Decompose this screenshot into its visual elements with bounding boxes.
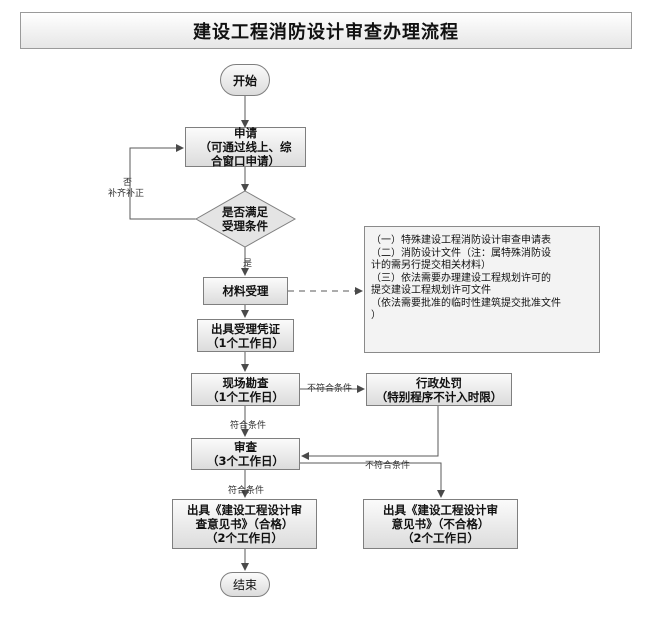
survey-box: 现场勘查 （1个工作日） — [191, 373, 300, 406]
end-node: 结束 — [220, 572, 270, 597]
label-yes: 是 — [243, 259, 253, 269]
start-label: 开始 — [232, 73, 257, 88]
note-line-6: （依法需要批准的临时性建筑提交批准文件 — [371, 297, 561, 309]
opinion-pass-line-2: 查意见书》（合格） — [195, 517, 294, 531]
decision-text: 是否满足 受理条件 — [205, 205, 285, 233]
penalty-line-1: 行政处罚 — [416, 375, 462, 390]
decision-diamond — [194, 190, 297, 248]
label-not-meet-1: 不符合条件 — [307, 384, 353, 394]
page-title-text: 建设工程消防设计审查办理流程 — [193, 21, 459, 43]
review-box: 审查 （3个工作日） — [191, 438, 300, 470]
apply-line-1: 申请 — [234, 126, 257, 140]
opinion-pass-line-1: 出具《建设工程设计审 — [187, 503, 302, 517]
receipt-line-1: 出具受理凭证 — [211, 321, 280, 336]
note-line-7: ） — [371, 310, 381, 321]
note-line-4: （三）依法需要办理建设工程规划许可的 — [371, 272, 551, 284]
note-line-3: 计的需另行提交相关材料） — [371, 260, 491, 271]
label-meet-1: 符合条件 — [230, 421, 267, 431]
note-line-1: （一）特殊建设工程消防设计审查申请表 — [371, 235, 551, 246]
opinion-pass-box: 出具《建设工程设计审 查意见书》（合格） （2个工作日） — [172, 499, 317, 549]
label-not-meet-2: 不符合条件 — [365, 461, 411, 471]
review-line-1: 审查 — [234, 440, 257, 454]
edge-decision-no-loop — [129, 144, 196, 220]
review-line-2: （3个工作日） — [206, 454, 284, 468]
opinion-fail-line-3: （2个工作日） — [401, 531, 479, 545]
materials-note: （一）特殊建设工程消防设计审查申请表 （二）消防设计文件（注：属特殊消防设 计的… — [364, 226, 600, 353]
decision-line-1: 是否满足 — [222, 205, 268, 219]
edge-penalty-review — [301, 406, 439, 460]
opinion-fail-line-2: 意见书》（不合格） — [391, 517, 490, 531]
survey-line-2: （1个工作日） — [206, 389, 284, 404]
opinion-pass-line-3: （2个工作日） — [205, 531, 283, 545]
note-line-2: （二）消防设计文件（注：属特殊消防设 — [371, 247, 551, 259]
opinion-fail-line-1: 出具《建设工程设计审 — [383, 503, 498, 517]
label-supplement: 补齐补正 — [108, 189, 145, 199]
note-line-5: 提交建设工程规划许可文件 — [371, 285, 491, 296]
accept-label: 材料受理 — [222, 284, 269, 298]
edge-review-fail — [300, 462, 445, 498]
decision-line-2: 受理条件 — [222, 219, 268, 233]
receipt-line-2: （1个工作日） — [206, 335, 284, 350]
apply-box: 申请 （可通过线上、综 合窗口申请） — [185, 126, 306, 168]
apply-line-3: 合窗口申请） — [211, 154, 280, 168]
survey-line-1: 现场勘查 — [222, 375, 269, 390]
apply-line-2: （可通过线上、综 — [199, 140, 292, 154]
label-meet-2: 符合条件 — [228, 486, 265, 496]
page-title: 建设工程消防设计审查办理流程 — [20, 12, 632, 49]
start-node: 开始 — [220, 64, 270, 96]
end-label: 结束 — [232, 578, 257, 592]
opinion-fail-box: 出具《建设工程设计审 意见书》（不合格） （2个工作日） — [363, 499, 518, 549]
label-no: 否 — [123, 178, 133, 188]
penalty-line-2: （特别程序不计入时限） — [375, 389, 503, 404]
penalty-box: 行政处罚 （特别程序不计入时限） — [366, 373, 512, 406]
receipt-box: 出具受理凭证 （1个工作日） — [197, 319, 294, 352]
accept-box: 材料受理 — [203, 277, 288, 305]
